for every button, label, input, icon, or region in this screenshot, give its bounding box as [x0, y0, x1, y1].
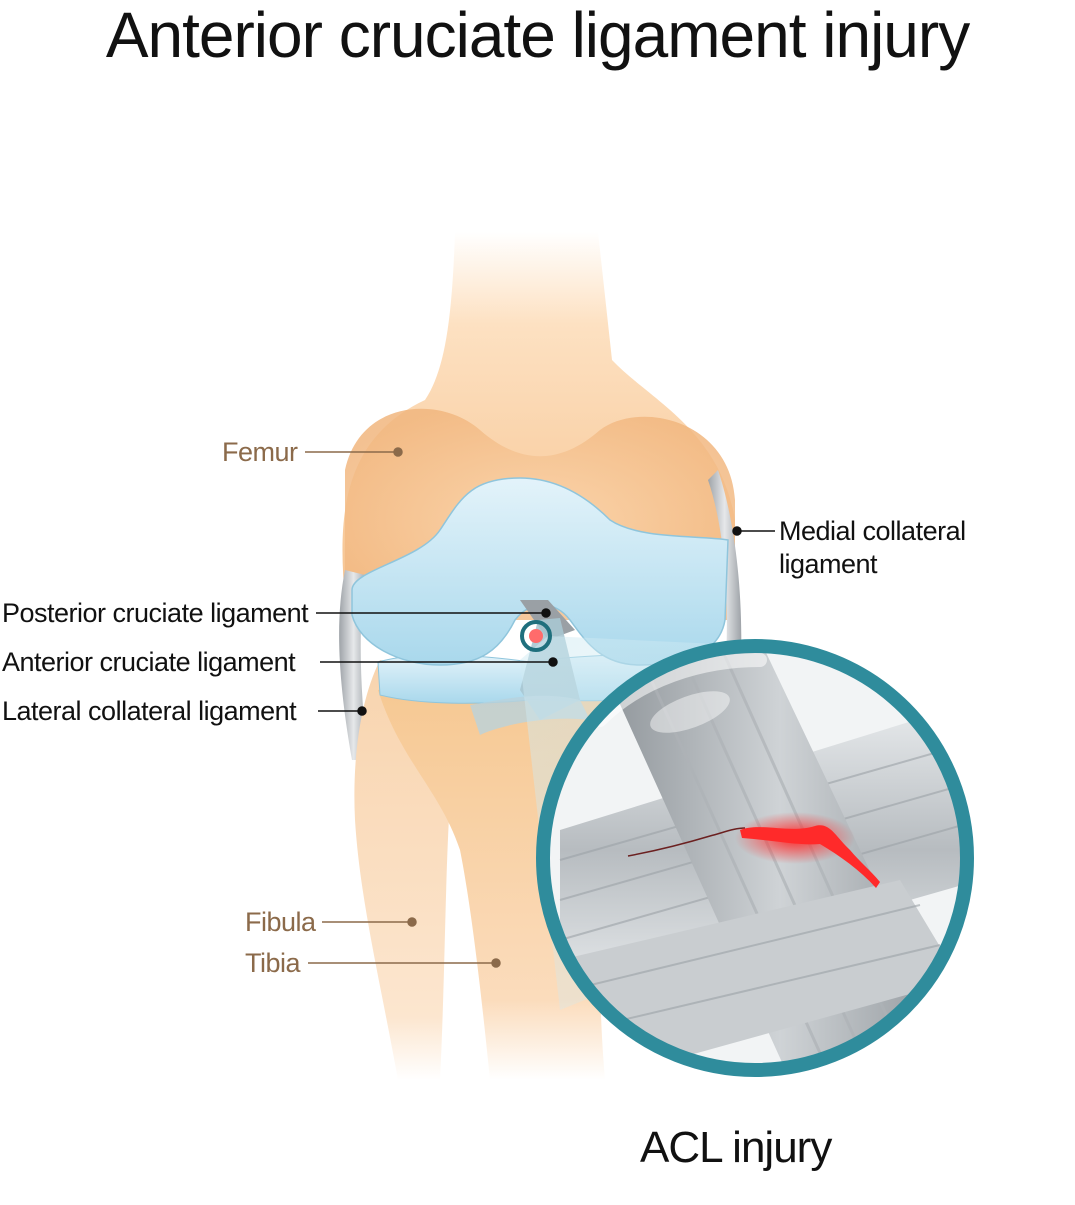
acl-injury-caption: ACL injury [640, 1123, 832, 1172]
posterior-leader-dot [541, 608, 551, 618]
label-lateral-collateral: Lateral collateral ligament [2, 696, 297, 726]
medial-collateral-ligament [708, 470, 742, 680]
label-medial-collateral-line1: Medial collateral [779, 516, 966, 546]
tibia-leader-dot [491, 958, 501, 968]
medial-leader-dot [732, 526, 742, 536]
page-title: Anterior cruciate ligament injury [105, 0, 970, 71]
magnifier-lens-ring [536, 639, 974, 1077]
femur-leader-dot [393, 447, 403, 457]
femoral-cartilage [351, 477, 729, 666]
anterior-leader-dot [548, 657, 558, 667]
label-femur: Femur [222, 437, 298, 467]
label-anterior-cruciate: Anterior cruciate ligament [2, 647, 296, 677]
injury-tear [740, 825, 880, 888]
magnified-view [545, 648, 965, 1068]
label-posterior-cruciate: Posterior cruciate ligament [2, 598, 309, 628]
fibula-leader-dot [407, 917, 417, 927]
injury-marker-dot [529, 629, 543, 643]
tear-crack [627, 827, 746, 857]
lateral-leader-dot [357, 706, 367, 716]
injury-marker-ring [520, 620, 552, 652]
label-tibia: Tibia [245, 948, 301, 978]
label-medial-collateral-line2: ligament [779, 549, 878, 579]
label-fibula: Fibula [245, 907, 316, 937]
